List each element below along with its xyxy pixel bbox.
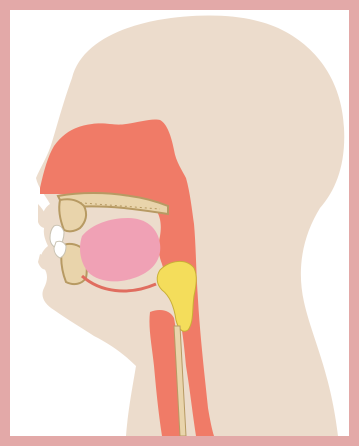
diagram-panel xyxy=(10,10,349,436)
head-cross-section-diagram xyxy=(10,10,349,436)
upper-jaw xyxy=(59,199,86,231)
